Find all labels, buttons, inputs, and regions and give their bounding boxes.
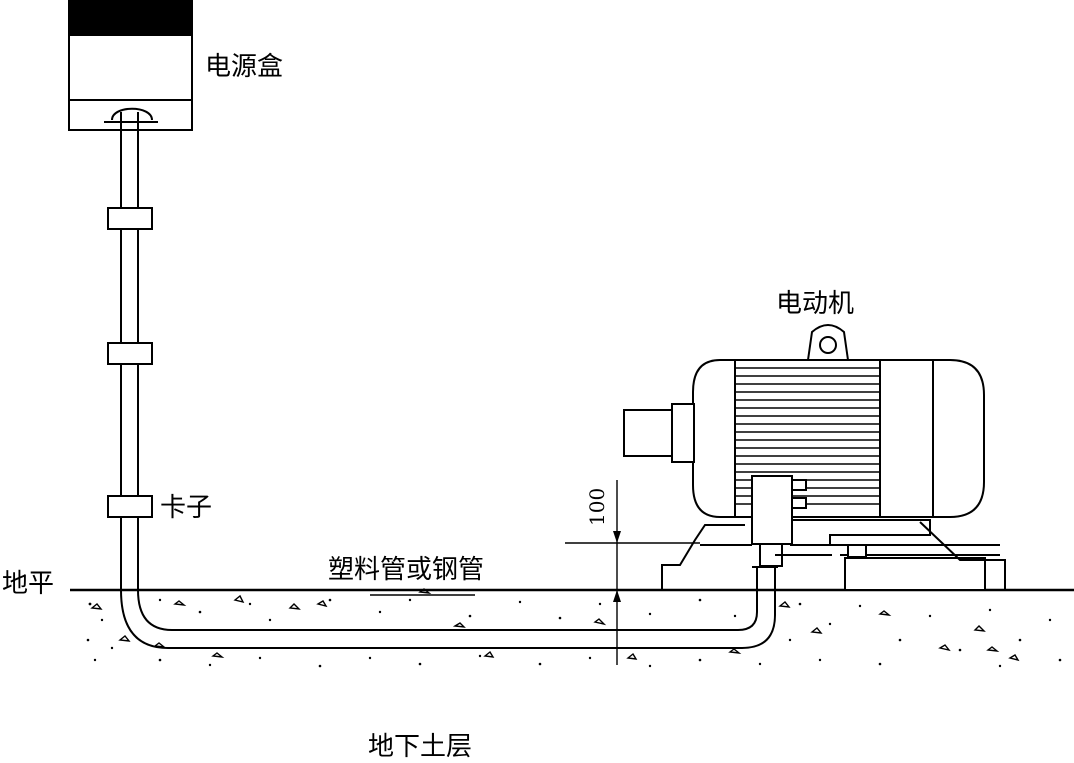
ground-level-label: 地平 xyxy=(2,569,54,599)
base-bolt xyxy=(847,544,867,558)
lifting-eye-hole xyxy=(819,336,837,354)
terminal-screw-2 xyxy=(791,497,807,509)
power-box-body xyxy=(68,0,193,131)
power-box-top-band xyxy=(69,0,192,36)
power-box-label: 电源盒 xyxy=(205,52,283,82)
motor-shaft xyxy=(623,409,673,457)
clamp-3 xyxy=(107,495,153,518)
terminal-screw-1 xyxy=(791,479,807,491)
motor-label: 电动机 xyxy=(776,289,854,319)
soil-label: 地下土层 xyxy=(368,732,472,762)
soil-pebbles xyxy=(90,588,1020,662)
motor-base-mid xyxy=(793,519,931,545)
electric-motor xyxy=(623,324,1006,591)
clamp-1 xyxy=(107,207,153,230)
soil-texture xyxy=(86,598,1062,668)
pipe-outer-wall xyxy=(120,112,776,649)
clamp-2 xyxy=(107,342,153,365)
dimension-label: 100 xyxy=(585,488,609,526)
lifting-eye xyxy=(807,324,849,361)
pipe-label: 塑料管或钢管 xyxy=(328,555,484,585)
bearing-housing xyxy=(671,403,695,463)
pipe-entry-fitting xyxy=(111,107,153,121)
dimension-arrow-top xyxy=(613,531,621,543)
pipe-inner-wall xyxy=(137,112,758,631)
power-box xyxy=(68,0,193,131)
motor-body xyxy=(692,359,985,518)
dimension-marker xyxy=(565,480,700,665)
motor-base-left xyxy=(661,524,745,590)
base-support-right xyxy=(919,521,1006,590)
dimension-arrow-bottom xyxy=(613,590,621,602)
base-block xyxy=(844,557,986,591)
clamp-label: 卡子 xyxy=(160,493,212,523)
terminal-box xyxy=(751,475,793,545)
